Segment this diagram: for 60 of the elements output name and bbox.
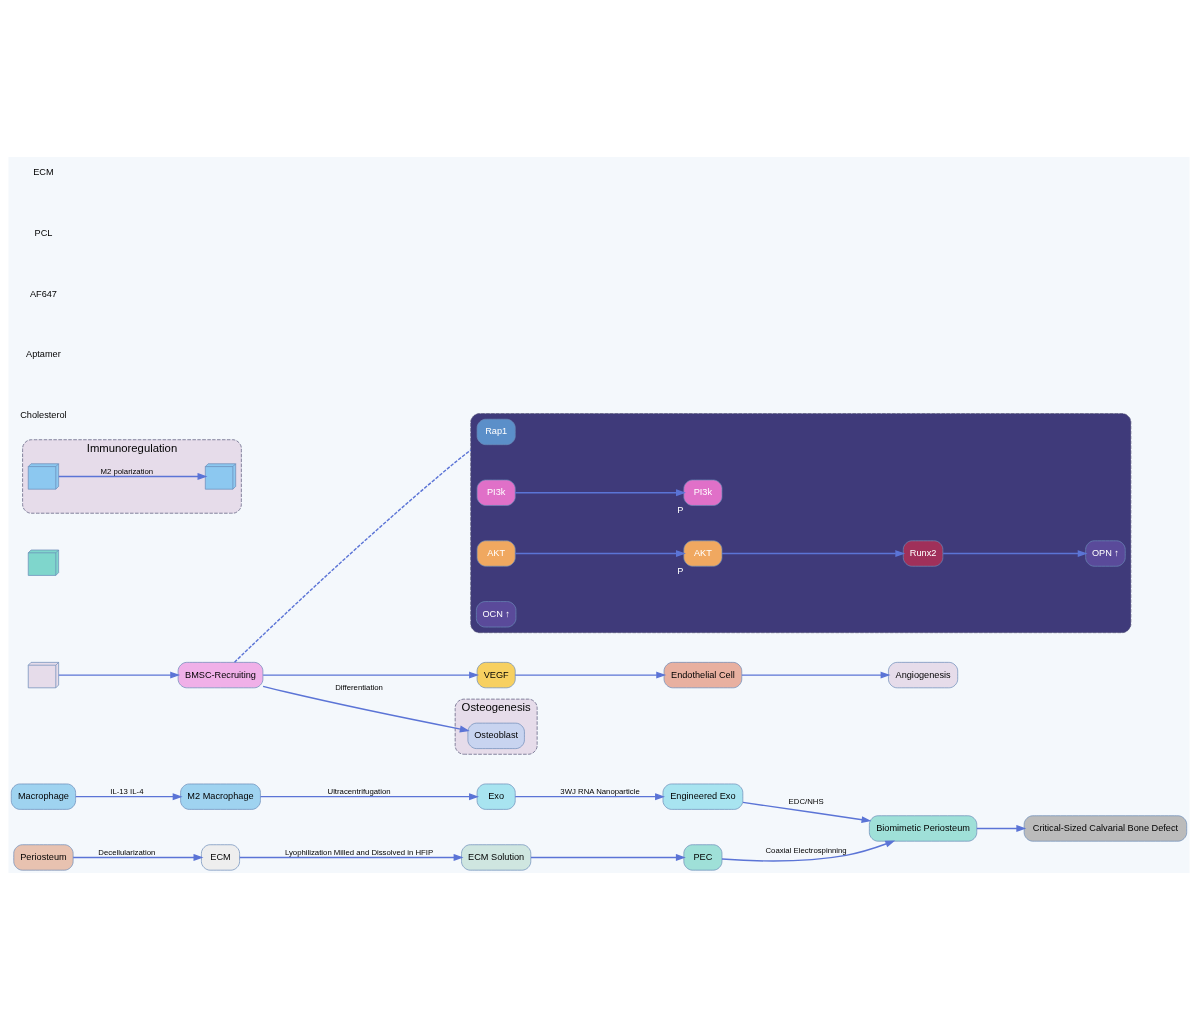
node-label: P [677, 565, 684, 576]
edge-label: 3WJ RNA Nanoparticle [560, 787, 640, 797]
arrow [75, 793, 183, 801]
node-label: P [677, 504, 684, 515]
arrow [741, 671, 891, 679]
node-box: ECM Solution [461, 844, 532, 871]
connector [233, 449, 472, 663]
node-box: Rap1 [476, 418, 516, 446]
arrow [514, 489, 686, 497]
node-box: OPN ↑ [1085, 540, 1126, 567]
node-box: AKT [476, 540, 516, 567]
arrow [238, 854, 464, 861]
node-box: Runx2 [902, 540, 944, 567]
node-box: PEC [683, 844, 723, 871]
arrow [259, 793, 479, 801]
node-box: PI3k [476, 479, 516, 506]
node-box: Critical-Sized Calvarial Bone Defect [1023, 815, 1188, 842]
node-box: Biomimetic Periosteum [869, 815, 978, 842]
label: PCL [34, 227, 53, 238]
node-box: OCN ↑ [476, 601, 517, 628]
arrow [942, 550, 1088, 557]
arrow [514, 793, 665, 801]
arrow [514, 550, 686, 557]
arrow [262, 671, 480, 679]
edge-label: EDC/NHS [788, 796, 824, 806]
node-box: M2 Macrophage [180, 783, 261, 810]
node-box: Exo [476, 783, 516, 810]
node-box: Macrophage [10, 783, 76, 810]
node-box: AKT [683, 540, 723, 567]
edge-label: Coaxial Electrospinning [765, 846, 847, 856]
node-box: Angiogenesis [888, 662, 959, 689]
node-box: Periosteum [13, 844, 74, 871]
edge-label: Differentiation [335, 682, 383, 692]
label: Cholesterol [20, 410, 67, 421]
arrow [742, 801, 872, 824]
arrow [721, 550, 906, 557]
label: Aptamer [26, 349, 61, 360]
arrow [530, 854, 686, 861]
label: ECM [33, 166, 54, 177]
arrow [58, 671, 181, 679]
arrow [514, 671, 667, 679]
edge-label: Decellularization [98, 848, 156, 858]
arrow [58, 473, 208, 480]
arrow [721, 840, 896, 862]
node-box: VEGF [476, 662, 516, 689]
node-box: Endothelial Cell [663, 662, 743, 689]
edge-label: M2 polarization [100, 467, 154, 477]
arrow [262, 685, 470, 733]
node-box: PI3k [683, 479, 723, 506]
arrow [72, 854, 204, 861]
node-box: ECM [201, 844, 240, 871]
cluster [470, 413, 1132, 634]
edge-label: IL-13 IL-4 [110, 787, 144, 797]
node-box: Osteoblast [467, 722, 525, 749]
edge-label: Lyophilization Milled and Dissolved in HFIP [284, 848, 434, 858]
arrow [976, 825, 1027, 832]
edge-label: Ultracentrifugation [327, 787, 391, 797]
node-box: Engineered Exo [662, 783, 744, 810]
label: AF647 [29, 288, 57, 299]
node-box: BMSC-Recruiting [177, 662, 264, 689]
